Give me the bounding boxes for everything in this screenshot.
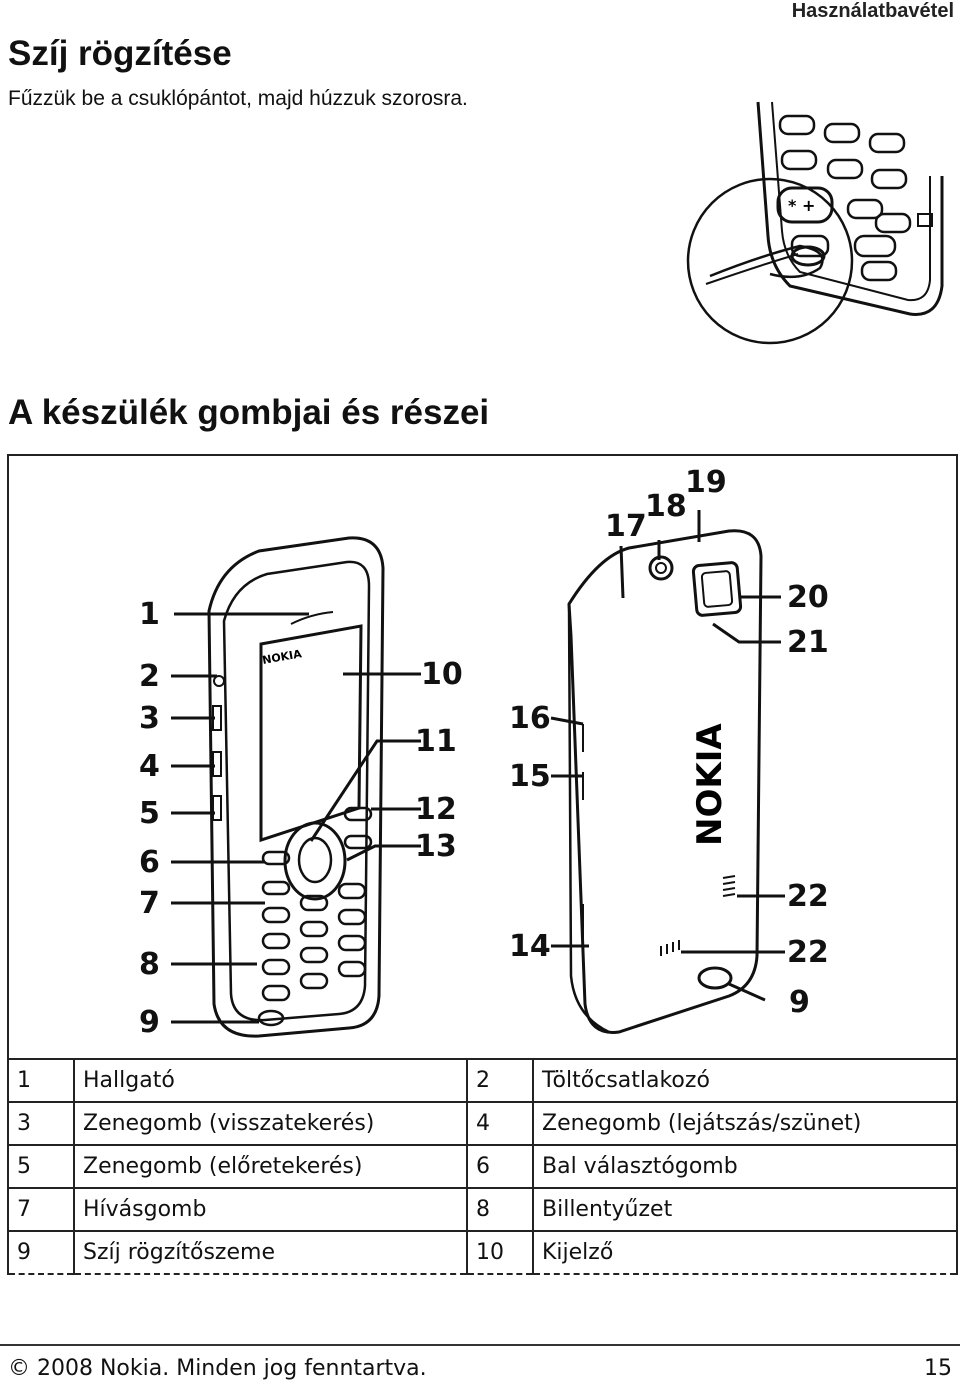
callout-10: 10 [421,657,463,692]
part-label: Szíj rögzítőszeme [73,1230,468,1275]
part-label: Bal választógomb [532,1144,958,1189]
part-number: 3 [7,1101,75,1146]
callout-5: 5 [139,796,160,831]
strap-title: Szíj rögzítése [8,34,232,73]
part-number: 4 [466,1101,534,1146]
strap-illustration: * + [686,101,944,345]
part-number: 2 [466,1058,534,1103]
part-label: Zenegomb (visszatekerés) [73,1101,468,1146]
callout-21: 21 [787,625,829,660]
section-header: Használatbavétel [791,0,954,22]
svg-text:* +: * + [788,196,815,215]
callout-3: 3 [139,701,160,736]
part-label: Hívásgomb [73,1187,468,1232]
parts-title: A készülék gombjai és részei [8,393,490,432]
part-number: 10 [466,1230,534,1275]
callout-15: 15 [509,759,551,794]
callout-22a: 22 [787,879,829,914]
part-label: Billentyűzet [532,1187,958,1232]
callout-20: 20 [787,580,829,615]
part-number: 7 [7,1187,75,1232]
callout-9-back: 9 [789,985,810,1020]
phone-diagram: NOKIA 1 2 3 4 5 6 7 8 9 [139,465,829,1040]
footer-rule [0,1344,960,1346]
callout-18: 18 [645,489,687,524]
part-number: 5 [7,1144,75,1189]
part-label: Zenegomb (lejátszás/szünet) [532,1101,958,1146]
callout-9: 9 [139,1005,160,1040]
callout-6: 6 [139,845,160,880]
strap-instruction: Fűzzük be a csuklópántot, majd húzzuk sz… [8,87,468,110]
callout-16: 16 [509,701,551,736]
page-number: 15 [924,1356,952,1381]
part-number: 6 [466,1144,534,1189]
callout-4: 4 [139,749,160,784]
callout-1: 1 [139,597,160,632]
copyright: © 2008 Nokia. Minden jog fenntartva. [8,1356,427,1381]
callout-12: 12 [415,792,457,827]
front-brand: NOKIA [261,647,303,667]
callout-22b: 22 [787,935,829,970]
part-number: 1 [7,1058,75,1103]
back-brand: NOKIA [690,723,730,846]
callout-2: 2 [139,659,160,694]
callout-8: 8 [139,947,160,982]
part-number: 8 [466,1187,534,1232]
part-label: Kijelző [532,1230,958,1275]
parts-figure: NOKIA 1 2 3 4 5 6 7 8 9 [7,454,958,1059]
part-label: Töltőcsatlakozó [532,1058,958,1103]
callout-13: 13 [415,829,457,864]
part-label: Zenegomb (előretekerés) [73,1144,468,1189]
callout-19: 19 [685,465,727,500]
callout-14: 14 [509,929,551,964]
callout-11: 11 [415,724,457,759]
callout-17: 17 [605,509,647,544]
part-label: Hallgató [73,1058,468,1103]
part-number: 9 [7,1230,75,1275]
callout-7: 7 [139,886,160,921]
